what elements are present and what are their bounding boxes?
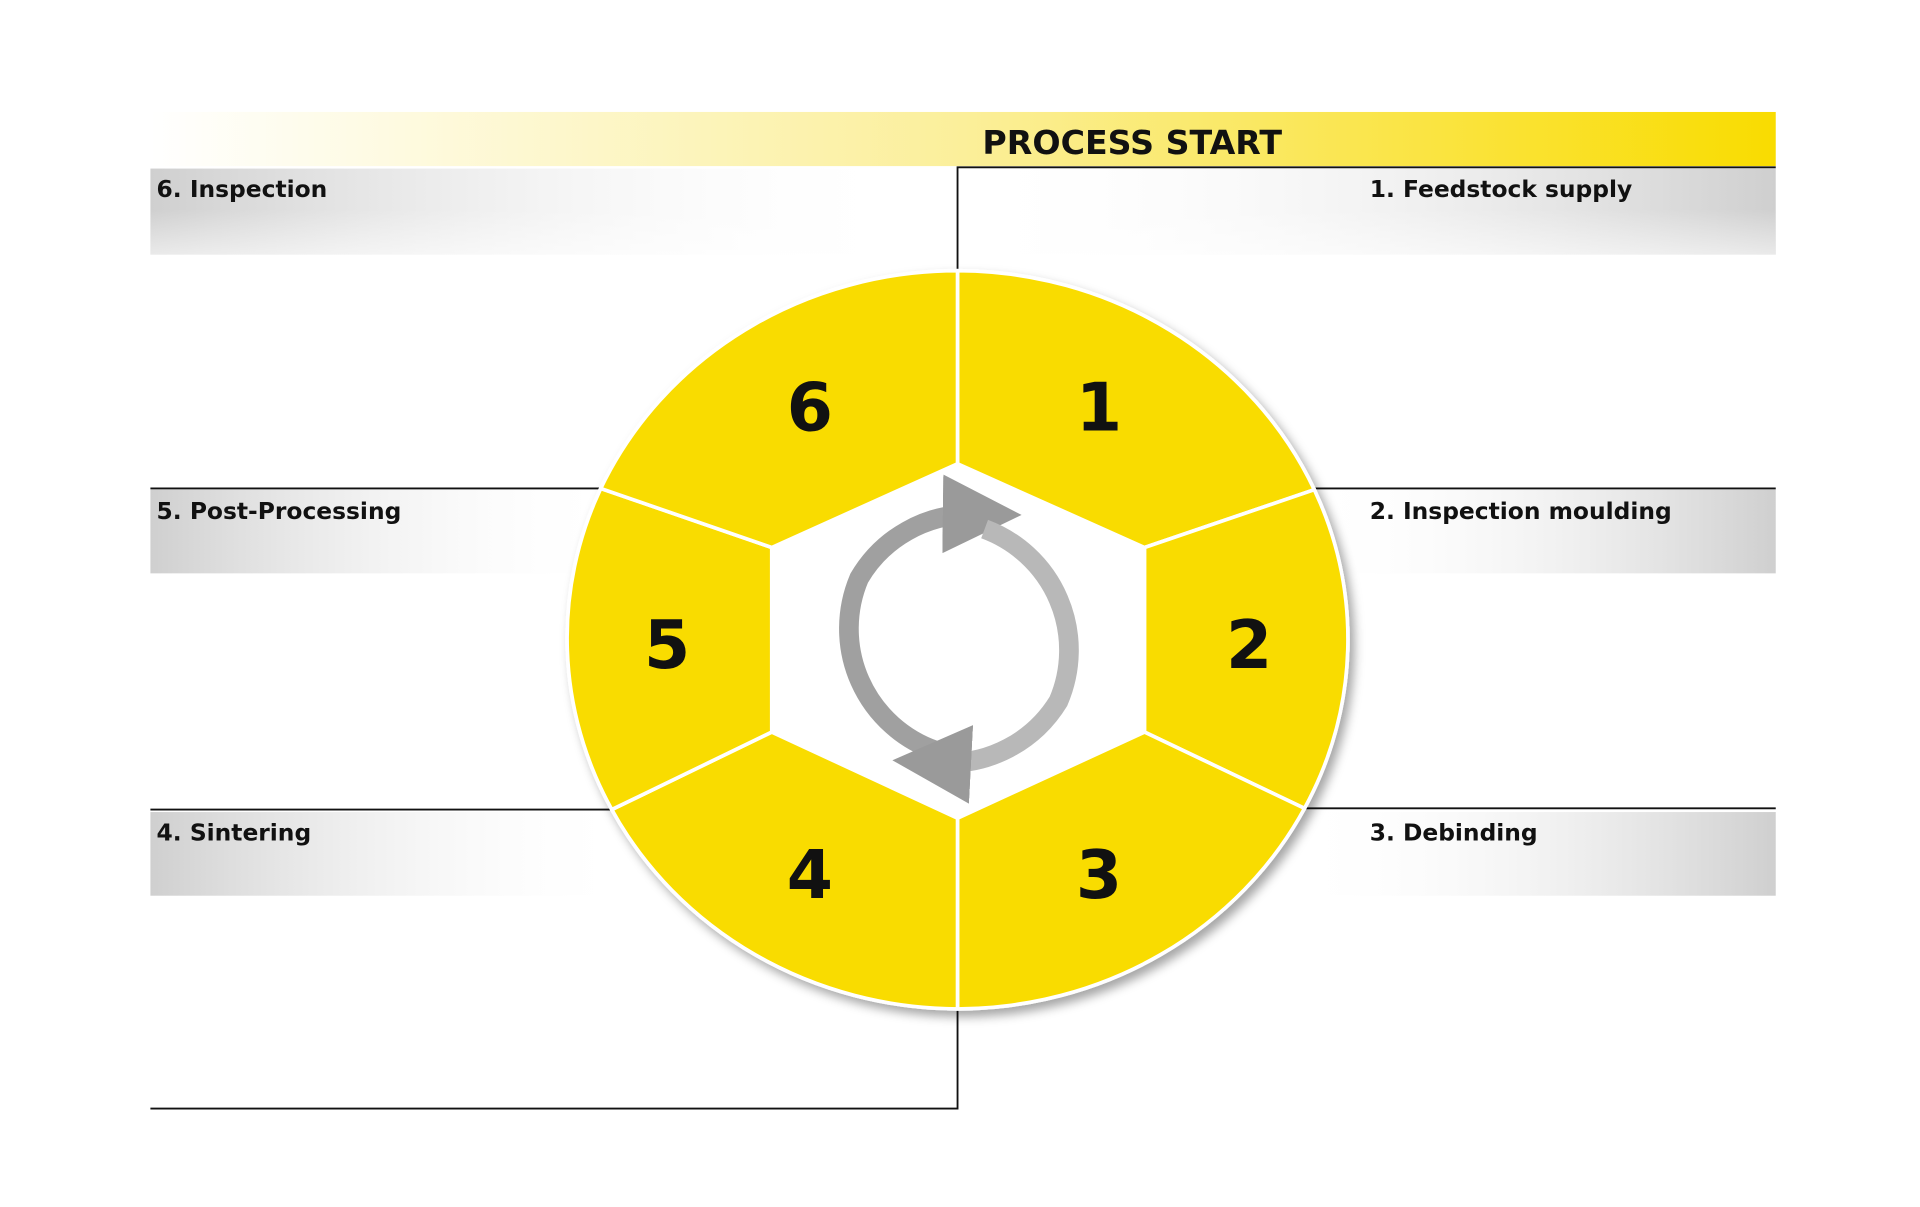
step-number-6: 6 <box>787 369 833 447</box>
segment-1 <box>955 268 1317 550</box>
step-label-1: 1. Feedstock supply <box>1370 175 1633 203</box>
step-number-1: 1 <box>1076 369 1122 447</box>
segment-4 <box>609 730 960 1011</box>
segment-3 <box>955 730 1308 1011</box>
segment-6 <box>598 268 960 550</box>
cycle-arrows-icon <box>839 474 1079 804</box>
connector-lines <box>150 166 1776 1110</box>
process-start-banner <box>150 111 1776 167</box>
step-number-5: 5 <box>644 606 690 684</box>
step-number-4: 4 <box>787 836 833 914</box>
step-label-3: 3. Debinding <box>1370 818 1538 846</box>
step-number-3: 3 <box>1076 836 1122 914</box>
cycle-ring <box>565 268 1350 1011</box>
center-hexagon <box>771 463 1145 819</box>
step-number-2: 2 <box>1226 606 1272 684</box>
label-bands <box>150 168 1776 896</box>
step-label-4: 4. Sintering <box>157 818 312 846</box>
step-label-5: 5. Post-Processing <box>157 497 402 525</box>
segment-2 <box>1142 487 1350 811</box>
step-label-2: 2. Inspection moulding <box>1370 497 1672 525</box>
process-start-title: PROCESS START <box>982 123 1282 162</box>
step-label-6: 6. Inspection <box>157 175 328 203</box>
segment-5 <box>565 486 774 813</box>
